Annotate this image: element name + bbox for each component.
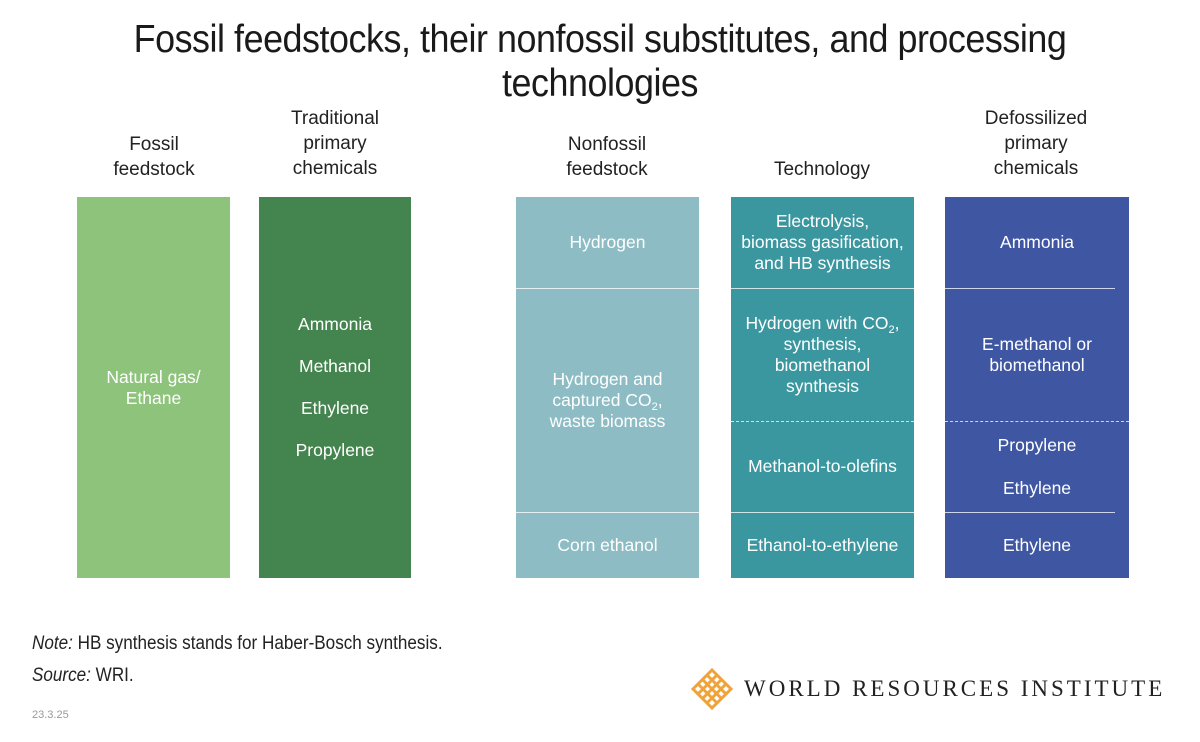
cell-line: waste biomass [549, 410, 666, 431]
cell-line: biomass gasification, [741, 232, 904, 252]
cell-line: Hydrogen with CO2, [745, 312, 900, 336]
subscript-2: 2 [888, 323, 895, 336]
header-line: primary [303, 133, 367, 154]
chemical-ammonia: Ammonia [298, 314, 372, 334]
row-divider [516, 288, 699, 289]
cell-line: Propylene [997, 434, 1077, 455]
row-divider [516, 512, 699, 513]
header-line: Traditional [290, 108, 379, 129]
header-line: Technology [773, 159, 871, 180]
cell-line: Ethylene [1002, 534, 1072, 555]
cell-line: Ethylene [1002, 477, 1072, 498]
chemical-methanol: Methanol [299, 356, 371, 376]
ethylene-cell: Ethylene [945, 512, 1129, 578]
hydrogen-cell: Hydrogen [516, 197, 699, 288]
header-line: feedstock [566, 159, 648, 180]
cell-line: Ammonia [1000, 232, 1074, 252]
header-line: primary [1004, 133, 1068, 154]
ammonia-cell: Ammonia [945, 197, 1129, 288]
cell-line: Natural gas/ [106, 366, 201, 387]
natural-gas-cell: Natural gas/ Ethane [77, 197, 230, 578]
chemical-ethylene: Ethylene [300, 398, 370, 418]
header-nonfossil-feedstock: Nonfossil feedstock [517, 132, 697, 182]
corn-ethanol-cell: Corn ethanol [516, 512, 699, 578]
header-line: chemicals [292, 158, 378, 179]
date-stamp: 23.3.25 [32, 709, 69, 721]
cell-line: synthesis, [783, 333, 862, 354]
hydrogen-captured-co2-cell: Hydrogen and captured CO2, waste biomass [516, 288, 699, 512]
row-divider-dashed [731, 421, 914, 422]
header-line: Defossilized [984, 108, 1088, 129]
cell-line: captured CO2, [552, 389, 663, 413]
cell-line: Corn ethanol [557, 534, 658, 555]
comma: , [657, 389, 663, 410]
note-label: Note: [32, 633, 73, 654]
traditional-chemicals-list: Ammonia Methanol Ethylene Propylene [259, 197, 411, 578]
row-divider [945, 288, 1115, 289]
source-body: WRI. [90, 665, 134, 686]
co2-text: captured CO [552, 389, 652, 410]
defossilized-chemicals-column: Ammonia E-methanol or biomethanol Propyl… [945, 197, 1129, 578]
header-line: feedstock [113, 159, 195, 180]
cell-line: Ethane [125, 387, 182, 408]
header-technology: Technology [732, 157, 912, 182]
co2-text: Hydrogen with CO [745, 312, 889, 333]
header-line: chemicals [993, 158, 1079, 179]
row-divider [731, 512, 914, 513]
fossil-feedstock-column: Natural gas/ Ethane [77, 197, 230, 578]
header-line: Fossil [129, 134, 179, 155]
cell-line: biomethanol [989, 354, 1085, 375]
chemical-propylene: Propylene [295, 440, 375, 460]
header-defossilized-chemicals: Defossilized primary chemicals [946, 106, 1126, 181]
cell-line: synthesis [786, 375, 859, 396]
cell-line: Methanol-to-olefins [748, 456, 897, 476]
subscript-2: 2 [651, 400, 658, 413]
source-text: Source: WRI. [32, 665, 134, 687]
header-traditional-chemicals: Traditional primary chemicals [245, 106, 425, 181]
wri-logo-icon [690, 667, 734, 711]
wri-logo-text: WORLD RESOURCES INSTITUTE [744, 676, 1166, 701]
hydrogen-with-co2-cell: Hydrogen with CO2, synthesis, biomethano… [731, 288, 914, 421]
cell-line: Hydrogen [569, 232, 646, 252]
traditional-chemicals-column: Ammonia Methanol Ethylene Propylene [259, 197, 411, 578]
methanol-to-olefins-cell: Methanol-to-olefins [731, 421, 914, 512]
nonfossil-feedstock-column: Hydrogen Hydrogen and captured CO2, wast… [516, 197, 699, 578]
row-divider [731, 288, 914, 289]
cell-line: E-methanol or [982, 333, 1092, 354]
row-divider [945, 512, 1115, 513]
ethanol-to-ethylene-cell: Ethanol-to-ethylene [731, 512, 914, 578]
cell-line: biomethanol [774, 354, 871, 375]
cell-line: and HB synthesis [754, 253, 891, 273]
chart-title: Fossil feedstocks, their nonfossil subst… [133, 18, 1067, 105]
note-body: HB synthesis stands for Haber-Bosch synt… [72, 633, 443, 654]
row-divider-dashed [945, 421, 1129, 422]
e-methanol-cell: E-methanol or biomethanol [945, 288, 1129, 421]
note-text: Note: HB synthesis stands for Haber-Bosc… [32, 633, 443, 655]
electrolysis-cell: Electrolysis, biomass gasification, and … [731, 197, 914, 288]
cell-line: Ethanol-to-ethylene [746, 534, 899, 555]
cell-line: Hydrogen and [552, 368, 663, 389]
header-fossil-feedstock: Fossil feedstock [64, 132, 244, 182]
header-line: Nonfossil [567, 134, 647, 155]
comma: , [894, 312, 900, 333]
cell-line: Electrolysis, [775, 211, 870, 231]
propylene-ethylene-cell: Propylene Ethylene [945, 421, 1129, 512]
source-label: Source: [32, 665, 91, 686]
technology-column: Electrolysis, biomass gasification, and … [731, 197, 914, 578]
